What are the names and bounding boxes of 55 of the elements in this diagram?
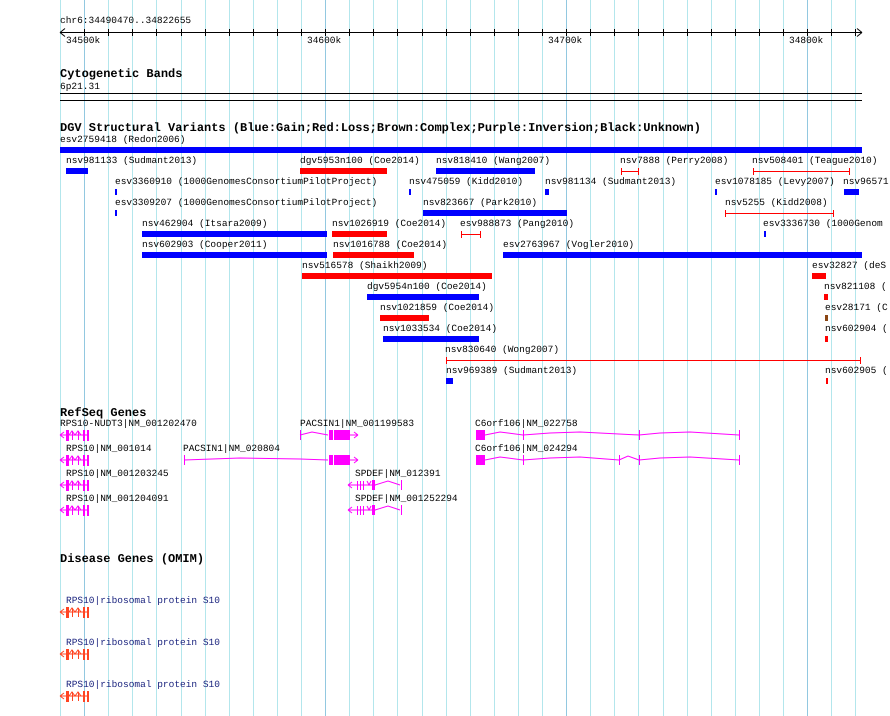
- track-heading: Cytogenetic Bands: [60, 68, 182, 81]
- disease-gene-label: RPS10|ribosomal protein S10: [66, 595, 220, 607]
- variant-label: nsv981133 (Sudmant2013): [66, 155, 198, 167]
- variant-label: dgv5953n100 (Coe2014): [300, 155, 420, 167]
- gene-label: RPS10|NM_001204091: [66, 493, 169, 505]
- variant-label: esv3360910 (1000GenomesConsortiumPilotProject): [115, 176, 378, 188]
- variant-label: nsv1026919 (Coe2014): [332, 218, 446, 230]
- gene-label: RPS10|NM_001203245: [66, 468, 169, 480]
- gene-label: RPS10-NUDT3|NM_001202470: [60, 418, 197, 430]
- tick-label: 34800k: [789, 35, 824, 47]
- gene-label: SPDEF|NM_001252294: [355, 493, 458, 505]
- disease-gene-label: RPS10|ribosomal protein S10: [66, 679, 220, 691]
- gene-label: PACSIN1|NM_020804: [183, 443, 280, 455]
- variant-label: nsv969389 (Sudmant2013): [446, 365, 578, 377]
- track-heading: DGV Structural Variants (Blue:Gain;Red:Loss;Brown:Complex;Purple:Inversion;Black:Unknown): [60, 122, 701, 135]
- gene-label: RPS10|NM_001014: [66, 443, 152, 455]
- variant-label: dgv5954n100 (Coe2014): [367, 281, 487, 293]
- variant-label: esv2763967 (Vogler2010): [503, 239, 634, 251]
- gene-label: C6orf106|NM_022758: [475, 418, 578, 430]
- track-heading: Disease Genes (OMIM): [60, 553, 204, 566]
- variant-label: nsv1033534 (Coe2014): [383, 323, 498, 335]
- tick-label: 34500k: [66, 35, 100, 47]
- variant-label: esv988873 (Pang2010): [460, 218, 574, 230]
- variant-label: nsv7888 (Perry2008): [620, 155, 728, 167]
- variant-label: esv32827 (deS: [812, 260, 886, 272]
- variant-label: nsv981134 (Sudmant2013): [545, 176, 676, 188]
- variant-label: nsv823667 (Park2010): [423, 197, 538, 209]
- variant-label: nsv475059 (Kidd2010): [409, 176, 524, 188]
- variant-label: nsv462904 (Itsara2009): [142, 218, 268, 230]
- variant-label: nsv818410 (Wang2007): [436, 155, 550, 167]
- track-heading: RefSeq Genes: [60, 407, 146, 420]
- gene-label: SPDEF|NM_012391: [355, 468, 441, 480]
- disease-gene-label: RPS10|ribosomal protein S10: [66, 637, 220, 649]
- band-label: 6p21.31: [60, 81, 100, 93]
- gene-label: PACSIN1|NM_001199583: [300, 418, 414, 430]
- gene-label: C6orf106|NM_024294: [475, 443, 578, 455]
- tick-label: 34600k: [307, 35, 342, 47]
- tick-label: 34700k: [548, 35, 582, 47]
- variant-label: esv2759418 (Redon2006): [60, 134, 186, 146]
- variant-label: nsv821108 (: [824, 281, 887, 293]
- coordinate-range-label: chr6:34490470..34822655: [60, 15, 192, 27]
- variant-label: nsv508401 (Teague2010): [752, 155, 878, 167]
- variant-label: nsv1021859 (Coe2014): [380, 302, 494, 314]
- variant-label: nsv602905 (: [825, 365, 888, 377]
- variant-label: nsv602903 (Cooper2011): [142, 239, 268, 251]
- variant-label: esv3309207 (1000GenomesConsortiumPilotProject): [115, 197, 378, 209]
- variant-label: nsv96571: [843, 176, 889, 188]
- variant-label: nsv602904 (: [825, 323, 888, 335]
- variant-label: esv3336730 (1000Genom: [763, 218, 883, 230]
- variant-label: nsv1016788 (Coe2014): [333, 239, 448, 251]
- variant-label: esv1078185 (Levy2007): [715, 176, 835, 188]
- variant-label: nsv516578 (Shaikh2009): [302, 260, 428, 272]
- variant-label: nsv830640 (Wong2007): [445, 344, 560, 356]
- variant-label: esv28171 (C: [825, 302, 888, 314]
- variant-label: nsv5255 (Kidd2008): [725, 197, 828, 209]
